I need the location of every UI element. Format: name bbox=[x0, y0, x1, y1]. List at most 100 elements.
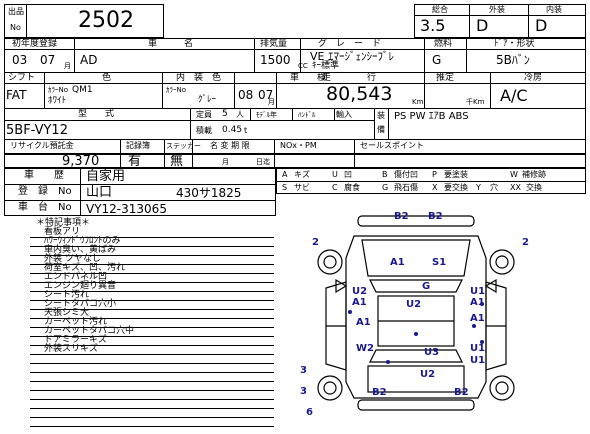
grade-name-line2: ｷｰ標準 bbox=[312, 61, 340, 71]
mark-rear-left-wheel-lower: 3 bbox=[300, 386, 307, 397]
shift: FAT bbox=[6, 88, 27, 102]
legend-code-x: X bbox=[432, 183, 438, 192]
note-line bbox=[30, 282, 274, 283]
seats-label: 定員 bbox=[196, 110, 212, 119]
note-line bbox=[30, 273, 274, 274]
note-line bbox=[30, 417, 274, 418]
month-unit: 月 bbox=[64, 62, 71, 70]
estimate-label: 推定 bbox=[436, 73, 455, 83]
legend-text-w: 補修跡 bbox=[522, 170, 546, 179]
divider bbox=[4, 83, 586, 84]
first-reg-label: 初年度登録 bbox=[12, 39, 58, 49]
note-item: エンドパネル凹 bbox=[44, 272, 108, 282]
color-name: ﾎﾜｲﾄ bbox=[48, 96, 67, 106]
grade-name-label: グ レ ー ド bbox=[318, 39, 382, 49]
divider bbox=[414, 15, 586, 16]
import-label: 輸入 bbox=[336, 110, 352, 119]
color-no-label: ｶﾗｰNo bbox=[48, 86, 69, 94]
chassis-number: VY12-313065 bbox=[86, 202, 167, 216]
note-line bbox=[30, 246, 274, 247]
hood bbox=[361, 239, 471, 277]
divider bbox=[4, 72, 586, 73]
first-reg-year: 03 bbox=[12, 53, 28, 67]
mark-hood-left: A1 bbox=[390, 257, 405, 268]
note-line bbox=[30, 237, 274, 238]
mark-right-rear-door: A1 bbox=[470, 313, 485, 324]
mark-front-bumper-right: B2 bbox=[428, 211, 443, 222]
lot-label-top: 出品 bbox=[8, 7, 24, 16]
divider bbox=[4, 184, 276, 185]
damage-dot bbox=[348, 310, 352, 314]
divider bbox=[26, 4, 27, 38]
divider bbox=[469, 4, 470, 38]
lot-box bbox=[4, 4, 164, 38]
divider bbox=[80, 168, 81, 216]
divider bbox=[254, 38, 255, 72]
record-book: 有 bbox=[128, 154, 142, 169]
note-line bbox=[30, 381, 274, 382]
note-item: 天張シミ大 bbox=[44, 308, 90, 318]
legend-text-u: 凹 bbox=[344, 170, 352, 179]
grade-interior: D bbox=[535, 16, 548, 35]
grade-interior-label: 内装 bbox=[546, 5, 562, 14]
shift-label: シフト bbox=[8, 73, 36, 83]
car-name: AD bbox=[80, 53, 98, 67]
history-block bbox=[4, 168, 276, 216]
legend-code-p: P bbox=[432, 170, 437, 179]
divider bbox=[250, 108, 251, 120]
front-bumper bbox=[357, 215, 475, 227]
divider bbox=[74, 38, 75, 72]
model-year-label: ﾓﾃﾞﾙ年 bbox=[256, 111, 277, 119]
left-mirror bbox=[335, 278, 348, 294]
divider bbox=[192, 139, 193, 168]
divider bbox=[4, 120, 374, 121]
cc-unit: CC bbox=[298, 62, 308, 70]
inspection-label: 車 検 bbox=[290, 73, 327, 83]
divider bbox=[276, 181, 586, 182]
legend-code-b: B bbox=[382, 170, 388, 179]
mark-left-quarter: W2 bbox=[356, 343, 374, 354]
sales-point-label: セールスポイント bbox=[360, 141, 424, 150]
right-mirror bbox=[484, 278, 497, 294]
grade-total-label: 総合 bbox=[432, 5, 448, 14]
fuel: G bbox=[432, 53, 442, 67]
mark-rear-bumper-left: B2 bbox=[372, 387, 387, 398]
divider bbox=[300, 38, 301, 72]
equipment-label-1: 装 bbox=[377, 111, 385, 120]
legend-code-c: C bbox=[332, 183, 338, 192]
rear-left-wheel bbox=[317, 375, 343, 401]
mark-rear-window: U3 bbox=[424, 347, 440, 358]
legend-code-s: S bbox=[282, 183, 288, 192]
spec-table bbox=[4, 38, 586, 154]
damage-dot bbox=[480, 340, 484, 344]
equipment: PS PW ｴｱB ABS bbox=[394, 111, 469, 122]
divider bbox=[334, 108, 335, 120]
history: 自家用 bbox=[86, 169, 126, 184]
note-line bbox=[30, 372, 274, 373]
legend-text-a: キズ bbox=[294, 170, 310, 179]
history-label: 車 歴 bbox=[24, 170, 64, 181]
note-line bbox=[30, 408, 274, 409]
nox-label: NOx・PM bbox=[280, 141, 317, 150]
note-line bbox=[30, 300, 274, 301]
legend-code-g: G bbox=[382, 183, 389, 192]
note-item: シートタバコ穴小 bbox=[44, 299, 117, 309]
front-right-wheel bbox=[489, 249, 515, 275]
inspection-month: 07 bbox=[258, 88, 274, 102]
recycle-label: リサイクル預託金 bbox=[10, 141, 74, 150]
rear-left-hub bbox=[323, 381, 337, 395]
divider bbox=[4, 154, 586, 155]
mark-left-rear-door: A1 bbox=[356, 317, 371, 328]
mark-rear-left-wheel-upper: 3 bbox=[300, 365, 307, 376]
mark-windshield: G bbox=[422, 281, 431, 292]
mark-right-front-door-a: A1 bbox=[470, 297, 485, 308]
divider bbox=[4, 49, 586, 50]
damage-dot bbox=[386, 360, 390, 364]
legend-text-s: サビ bbox=[294, 183, 310, 192]
rear-right-hub bbox=[495, 381, 509, 395]
divider bbox=[424, 38, 425, 72]
legend-code-y: Y bbox=[476, 183, 481, 192]
windshield bbox=[369, 279, 463, 293]
mark-left-front-door-a: A1 bbox=[352, 297, 367, 308]
note-line bbox=[30, 336, 274, 337]
